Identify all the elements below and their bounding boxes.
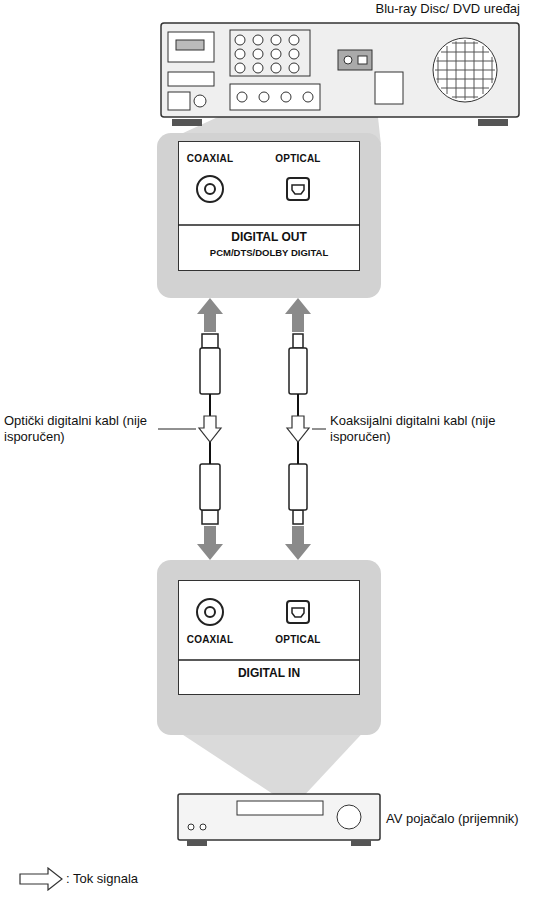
jack-panel — [230, 84, 320, 110]
rca-jack — [259, 92, 269, 102]
leader-line — [312, 429, 326, 430]
fan-grille — [492, 57, 493, 83]
port — [168, 72, 214, 86]
plug-tip — [202, 510, 218, 524]
jack-drawing — [157, 560, 381, 740]
foot — [187, 840, 207, 846]
optical-jack — [287, 601, 309, 623]
input-panel: COAXIAL OPTICAL DIGITAL IN — [157, 560, 381, 735]
optical-port — [358, 56, 367, 64]
rca-jack — [235, 35, 245, 45]
rca-jack — [235, 63, 245, 73]
foot — [478, 119, 508, 126]
jack-label: OPTICAL — [275, 153, 320, 164]
optical-jack — [287, 178, 309, 200]
fan — [433, 38, 497, 102]
signal-arrow — [199, 416, 221, 442]
player-node: Blu-ray Disc/ DVD uređaj — [160, 22, 520, 127]
panel-heading: DIGITAL OUT — [231, 230, 307, 244]
panel-heading: DIGITAL IN — [238, 666, 300, 680]
receiver-body — [178, 794, 380, 840]
rca-jack — [271, 49, 281, 59]
jack — [194, 95, 206, 107]
plug-tip — [293, 510, 303, 524]
hdmi-block — [168, 32, 214, 62]
cable-label: Koaksijalni digitalni kabl (nije isporuč… — [330, 413, 530, 445]
fan-grille — [441, 88, 489, 89]
rca-jack — [235, 49, 245, 59]
power-inlet — [375, 72, 403, 104]
jack-label: COAXIAL — [187, 634, 233, 645]
device-label: Blu-ray Disc/ DVD uređaj — [376, 1, 521, 16]
cable-connector — [285, 298, 326, 560]
jack-label: OPTICAL — [275, 634, 320, 645]
rca-jack — [303, 92, 313, 102]
lan-port — [168, 92, 190, 110]
knob — [337, 805, 361, 829]
separator — [178, 659, 360, 661]
zoom-wedge — [168, 725, 370, 800]
rca-jack — [253, 49, 263, 59]
plug-body — [289, 348, 307, 394]
plug-body — [200, 464, 220, 510]
rca-jack — [271, 35, 281, 45]
jack-label: COAXIAL — [187, 153, 233, 164]
plug-body — [289, 464, 307, 510]
foot — [351, 840, 371, 846]
fan-grille — [452, 97, 478, 98]
fan-grille — [465, 40, 466, 100]
coax-port — [344, 56, 352, 64]
legend-arrow — [18, 867, 64, 891]
port — [176, 40, 204, 50]
device-label: AV pojačalo (prijemnik) — [386, 811, 519, 826]
fan-grille — [436, 79, 493, 80]
coaxial-jack — [197, 599, 223, 625]
cable-connector — [158, 298, 223, 560]
display — [237, 801, 323, 815]
receiver-drawing — [177, 793, 381, 849]
button — [188, 824, 194, 830]
format-label: PCM/DTS/DOLBY DIGITAL — [210, 247, 328, 258]
optical-jack — [292, 608, 304, 617]
plug-tip — [293, 334, 303, 348]
player-body — [161, 23, 519, 117]
rca-jack — [253, 35, 263, 45]
legend-arrow-shape — [20, 868, 62, 890]
coaxial-jack — [205, 184, 215, 194]
output-panel: COAXIAL OPTICAL DIGITAL OUT PCM/DTS/DOLBY D… — [157, 133, 381, 298]
leader-line — [158, 429, 196, 430]
coaxial-jack — [205, 607, 215, 617]
rca-jack — [271, 63, 281, 73]
rca-jack — [289, 63, 299, 73]
foot — [172, 119, 202, 126]
legend-text: : Tok signala — [66, 871, 138, 887]
jack-panel — [230, 30, 310, 76]
fan-grille — [483, 46, 484, 94]
plug-arrow — [285, 526, 311, 560]
rca-jack — [289, 35, 299, 45]
button — [200, 824, 206, 830]
signal-arrow — [287, 416, 309, 442]
rca-jack — [289, 49, 299, 59]
rca-jack — [237, 92, 247, 102]
digital-out-ports — [338, 50, 372, 70]
player-drawing — [160, 22, 520, 127]
receiver-node: AV pojačalo (prijemnik) — [177, 793, 381, 849]
plug-arrow — [197, 526, 223, 560]
plug-arrow — [285, 298, 311, 332]
plug-tip — [202, 334, 218, 348]
separator — [178, 224, 360, 226]
optical-jack — [292, 185, 304, 194]
plug-body — [200, 348, 220, 394]
fan-grille — [474, 41, 475, 98]
rca-jack — [253, 63, 263, 73]
cable-label: Optički digitalni kabl (nije isporučen) — [4, 413, 154, 445]
rca-jack — [281, 92, 291, 102]
plug-arrow — [197, 298, 223, 332]
coaxial-jack — [197, 176, 223, 202]
